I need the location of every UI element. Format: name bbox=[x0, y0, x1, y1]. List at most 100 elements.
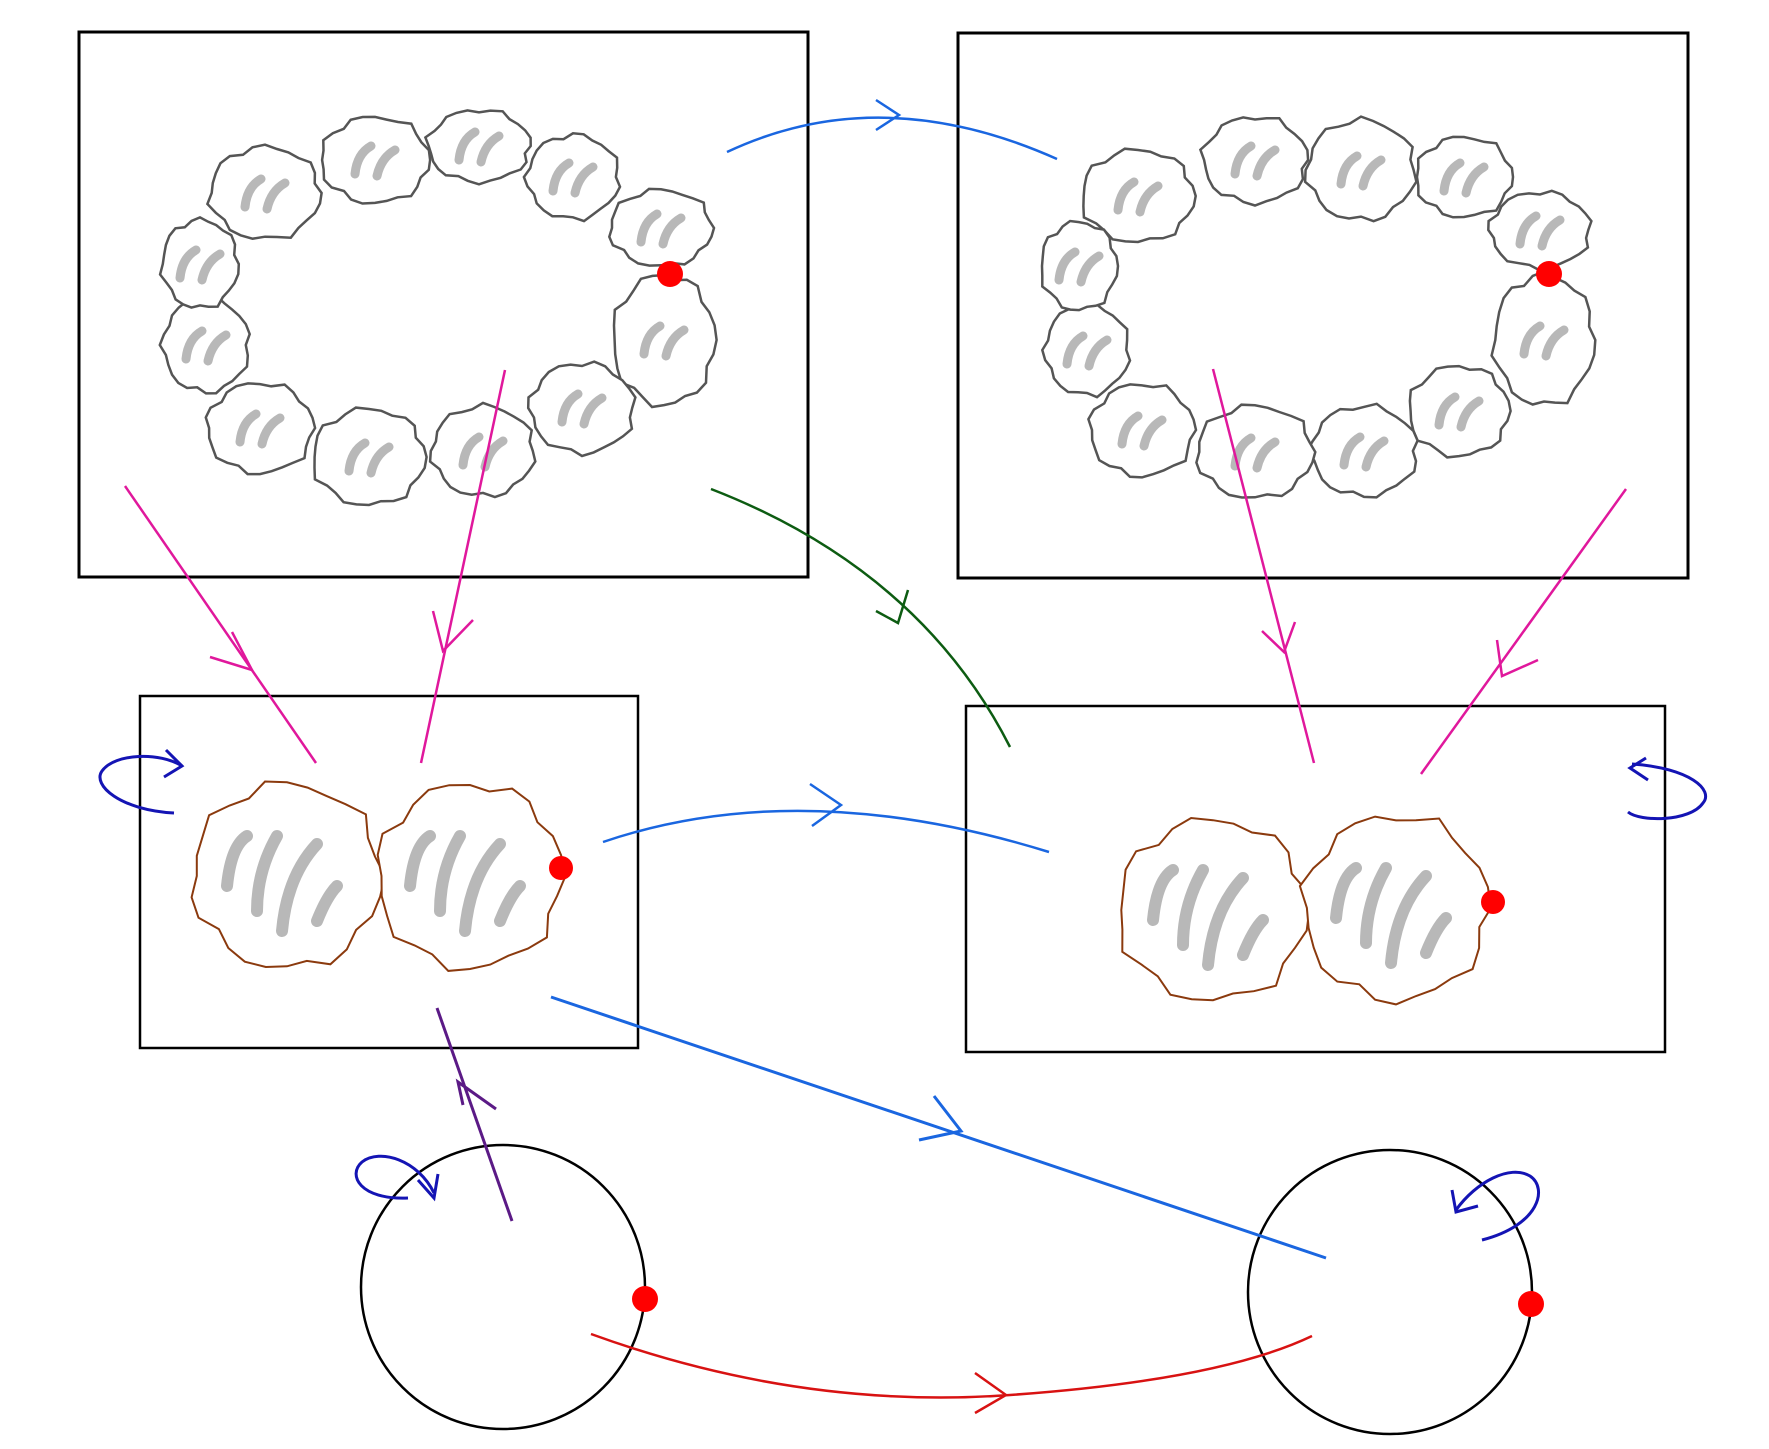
merged-cells-middle-left bbox=[190, 780, 567, 972]
cell-outline bbox=[1198, 116, 1310, 207]
cell-outline bbox=[190, 780, 386, 969]
cell-outline bbox=[1195, 403, 1317, 499]
cell-stripe bbox=[181, 326, 207, 364]
cell-stripe bbox=[350, 141, 376, 179]
cell-stripe bbox=[1336, 151, 1362, 189]
cell-outline bbox=[1082, 147, 1197, 244]
cell-stripe bbox=[458, 432, 484, 470]
arrow-diagonal-long-blue bbox=[550, 995, 1327, 1260]
cell-stripe bbox=[175, 245, 201, 283]
cell-outline bbox=[1490, 270, 1597, 406]
arrow-pink-tl-2 bbox=[419, 369, 507, 764]
cell-stripe bbox=[1330, 862, 1362, 924]
cell-stripe bbox=[344, 438, 370, 476]
cell-outline bbox=[205, 143, 323, 240]
cell-outline bbox=[607, 187, 716, 267]
cell-outline bbox=[1303, 115, 1418, 223]
cell-stripe bbox=[197, 249, 225, 285]
cell-stripe bbox=[1177, 864, 1209, 951]
cell-stripe bbox=[404, 830, 436, 892]
cell-stripe bbox=[257, 413, 285, 449]
cell-stripe bbox=[276, 838, 323, 937]
cell-stripe bbox=[1147, 864, 1179, 926]
cell-stripe bbox=[1541, 325, 1569, 361]
cell-outline bbox=[1408, 364, 1512, 459]
arrow-pink-tr-2 bbox=[1419, 488, 1628, 775]
red-dot-icon bbox=[1536, 261, 1562, 287]
cell-stripe bbox=[1420, 912, 1452, 959]
cell-outline bbox=[158, 216, 241, 309]
cell-stripe bbox=[1062, 331, 1088, 369]
cell-stripe bbox=[1515, 211, 1541, 249]
cell-outline bbox=[1087, 383, 1198, 479]
cell-stripe bbox=[1434, 392, 1460, 430]
cell-outline bbox=[1305, 402, 1419, 499]
circular-arrow-icon bbox=[98, 748, 185, 815]
cell-stripe bbox=[1084, 335, 1112, 371]
circular-arrow-icon bbox=[1450, 1170, 1540, 1242]
cell-stripe bbox=[1339, 432, 1365, 470]
cell-outline bbox=[428, 401, 537, 499]
cell-stripe bbox=[1237, 914, 1269, 961]
cell-stripe bbox=[366, 442, 394, 478]
cell-stripe bbox=[639, 321, 665, 359]
red-dot-icon bbox=[632, 1286, 658, 1312]
cell-outline bbox=[1415, 135, 1515, 219]
cell-stripe bbox=[476, 131, 504, 167]
frame-top-left bbox=[77, 30, 810, 579]
red-dot-icon bbox=[549, 856, 573, 880]
arrow-vertical-purple bbox=[435, 1007, 514, 1222]
cell-stripe bbox=[1252, 145, 1280, 181]
red-dot-icon bbox=[1518, 1291, 1544, 1317]
cell-stripe bbox=[570, 162, 598, 198]
cell-outline bbox=[1298, 815, 1492, 1006]
arrow-diagonal-green bbox=[710, 487, 1012, 748]
cell-stripe bbox=[661, 325, 689, 361]
cell-stripe bbox=[372, 145, 400, 181]
cell-stripe bbox=[1537, 215, 1565, 251]
cell-outline bbox=[204, 382, 317, 476]
arrow-pink-tl-1 bbox=[123, 485, 318, 764]
cell-stripe bbox=[1202, 872, 1249, 971]
cell-ring-top-left bbox=[158, 109, 718, 507]
merged-cells-middle-right bbox=[1120, 815, 1492, 1006]
cell-stripe bbox=[251, 830, 283, 917]
cell-stripe bbox=[1358, 155, 1386, 191]
cell-stripe bbox=[1252, 437, 1280, 473]
cell-stripe bbox=[221, 830, 253, 892]
cell-stripe bbox=[311, 880, 343, 927]
cell-outline bbox=[320, 115, 432, 205]
cell-outline bbox=[522, 132, 622, 223]
arrow-pink-tr-1 bbox=[1211, 368, 1316, 764]
cell-stripe bbox=[262, 178, 290, 214]
arrow-bottom-red bbox=[590, 1332, 1313, 1415]
cell-stripe bbox=[1054, 247, 1080, 285]
cell-outline bbox=[1040, 219, 1120, 312]
cell-stripe bbox=[454, 127, 480, 165]
cell-outline bbox=[1040, 301, 1132, 399]
cell-stripe bbox=[1361, 436, 1389, 472]
frame-middle-left bbox=[138, 694, 640, 1050]
arrow-middle-horizontal bbox=[602, 782, 1050, 854]
cell-outline bbox=[313, 406, 428, 507]
frame-top-right bbox=[956, 31, 1690, 580]
cell-stripe bbox=[1519, 321, 1545, 359]
cell-stripe bbox=[240, 174, 266, 212]
cell-stripe bbox=[1461, 162, 1489, 198]
cell-stripe bbox=[1385, 870, 1432, 969]
cell-outline bbox=[1120, 816, 1311, 1002]
frame-middle-right bbox=[964, 704, 1667, 1054]
cell-stripe bbox=[1439, 158, 1465, 196]
cell-stripe bbox=[1135, 181, 1163, 217]
cell-stripe bbox=[1456, 396, 1484, 432]
cell-stripe bbox=[1113, 177, 1139, 215]
arrow-top-horizontal bbox=[726, 98, 1058, 161]
circular-arrow-icon bbox=[1627, 756, 1708, 821]
circular-arrow-icon bbox=[354, 1154, 440, 1202]
cell-stripe bbox=[459, 838, 506, 937]
cell-stripe bbox=[557, 389, 583, 427]
cell-stripe bbox=[1117, 411, 1143, 449]
circle-bottom-right bbox=[1246, 1148, 1534, 1436]
